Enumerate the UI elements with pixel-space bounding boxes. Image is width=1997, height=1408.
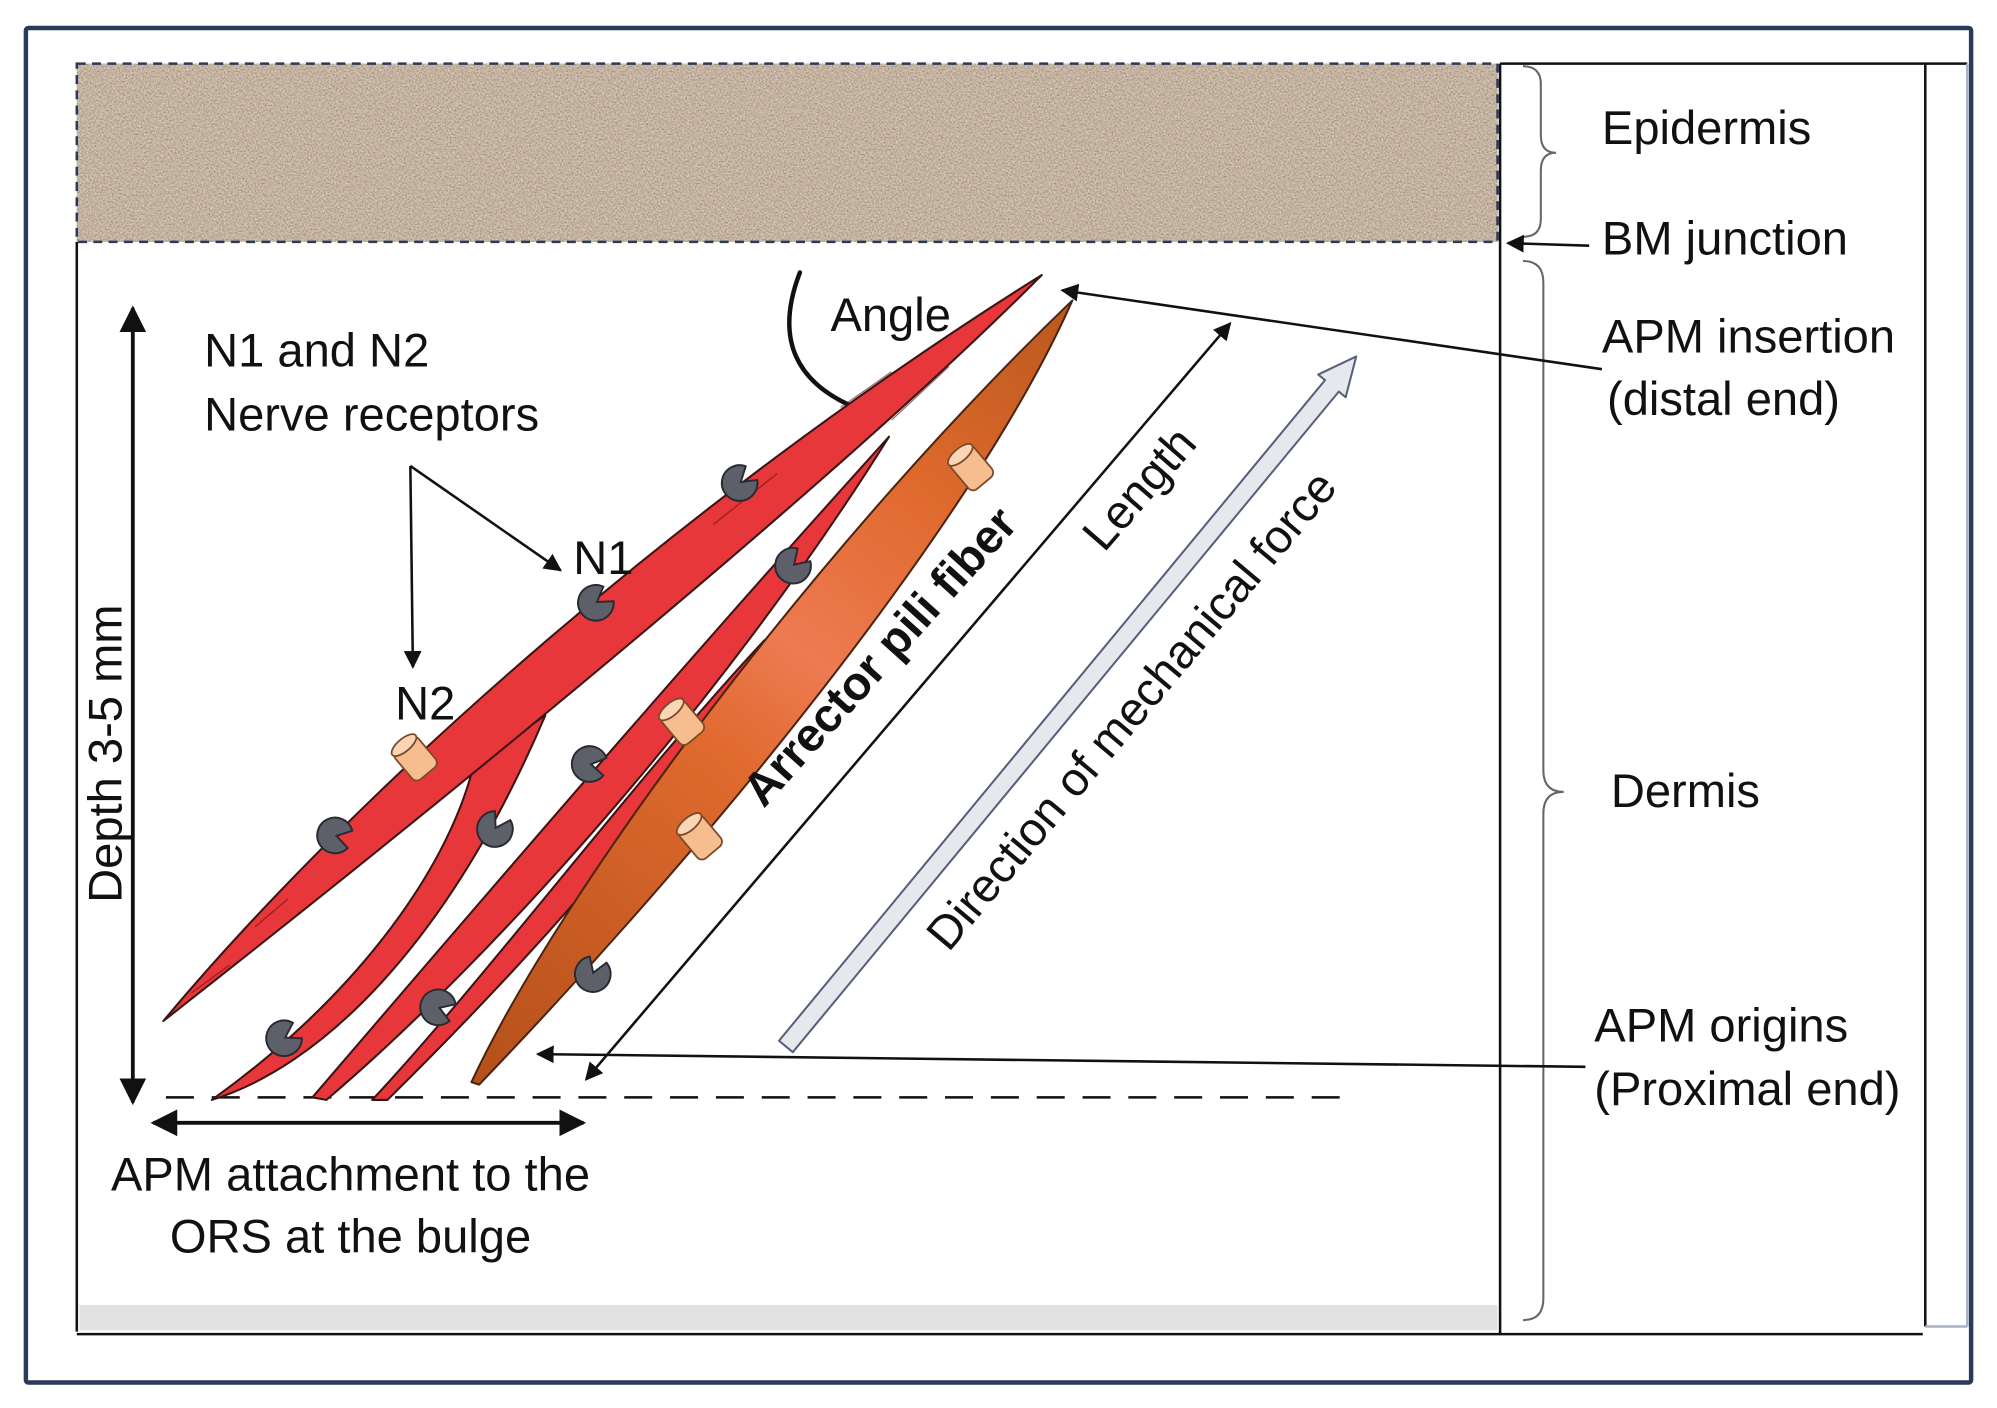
distal-end-label: (distal end) [1607,372,1840,425]
n1-receptors [265,464,812,1058]
angle-label: Angle [830,288,950,341]
n2-receptor-icon [947,442,995,492]
n1-receptor-icon [265,1019,303,1058]
nerve-receptors-label: Nerve receptors [204,387,539,440]
epidermis-label: Epidermis [1602,101,1811,154]
bm-junction-arrow [1505,234,1590,253]
n2-receptor-icon [658,697,706,746]
apm-origins-label: APM origins [1594,998,1848,1051]
muscle-fiber-main [162,273,1043,1023]
depth-label: Depth 3-5 mm [78,604,131,902]
mechanical-force-arrow [778,355,1358,1054]
n1-receptor-icon [570,745,608,783]
muscle-fiber-branch [210,714,547,1101]
epidermis-brace [1522,65,1557,238]
n1-receptor-icon [577,584,615,622]
proximal-end-label: (Proximal end) [1594,1062,1900,1115]
epidermis-layer [75,62,1499,244]
outer-border [23,25,1974,1385]
n1-receptor-icon [476,810,514,848]
bm-junction-label: BM junction [1602,212,1848,265]
n1-receptor-icon [774,546,812,585]
bottom-gray-strip [79,1304,1498,1331]
n1-receptor-icon [419,988,457,1027]
right-panel [76,62,1969,1336]
n2-label: N2 [395,676,455,729]
n2-receptors [390,442,995,861]
dermis-brace [1522,259,1564,1322]
length-arrow [584,321,1232,1081]
n2-pointer-arrow [403,465,422,669]
apm-insertion-arrow [1060,283,1603,371]
n1-receptor-icon [574,955,612,993]
n1-receptor-icon [720,464,759,502]
attachment-label-line1: APM attachment to the [111,1147,590,1200]
attachment-label-line2: ORS at the bulge [170,1210,531,1263]
muscle-fibers [162,273,1074,1101]
muscle-fiber-middle [311,435,891,1101]
apm-insertion-label: APM insertion [1602,310,1895,363]
n1-pointer-arrow [409,464,563,572]
angle-arc [787,270,864,413]
n1-label: N1 [573,531,633,584]
n1-receptor-icon [316,816,354,855]
dermis-label: Dermis [1611,764,1760,817]
n1-and-n2-label: N1 and N2 [204,324,429,377]
n2-receptor-icon [675,812,723,861]
n2-receptor-icon [390,733,438,782]
